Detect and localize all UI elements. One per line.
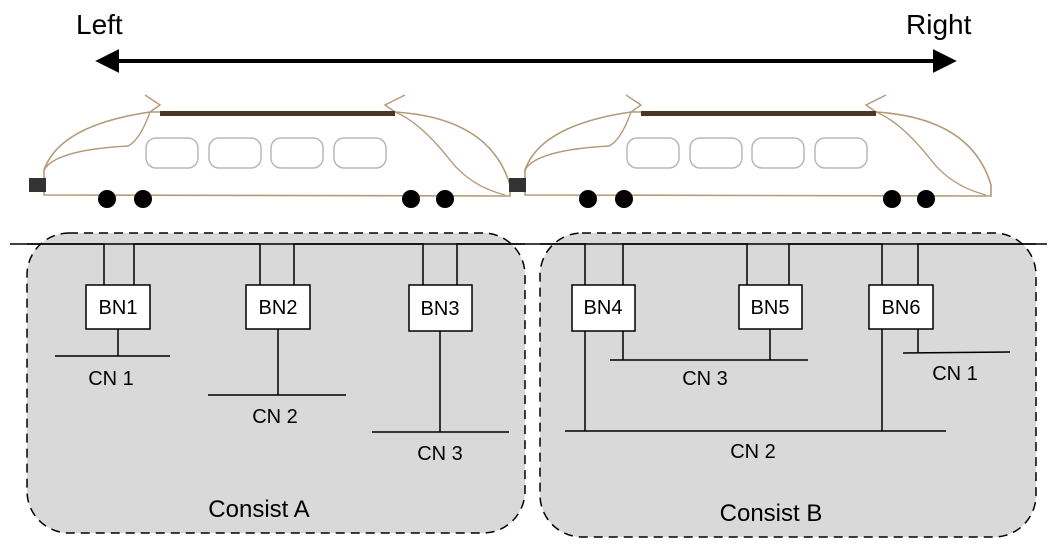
consist-b-cn1-label: CN 1 xyxy=(932,363,978,385)
bn2-label: BN2 xyxy=(259,297,298,319)
bn6-node: BN6 xyxy=(868,284,934,330)
consist-b-cn2-label: CN 2 xyxy=(730,441,776,463)
train-car-1 xyxy=(29,94,511,208)
consist-a-region xyxy=(26,232,526,534)
roof-bar xyxy=(160,111,395,116)
consist-a-cn3-label: CN 3 xyxy=(417,443,463,465)
consist-a-networks xyxy=(55,329,509,433)
consist-b-region xyxy=(539,232,1037,538)
right-label: Right xyxy=(906,9,972,40)
bn5-label: BN5 xyxy=(751,297,790,319)
roof-bar xyxy=(641,111,876,116)
left-label: Left xyxy=(76,9,123,40)
bn4-label: BN4 xyxy=(584,297,623,319)
bn1-label: BN1 xyxy=(99,297,138,319)
consist-b-networks xyxy=(565,329,1011,432)
consist-b-cn3-label: CN 3 xyxy=(682,368,728,390)
bn4-node: BN4 xyxy=(571,284,636,332)
bn1-node: BN1 xyxy=(85,284,151,330)
bn3-label: BN3 xyxy=(421,298,460,320)
train-car-2 xyxy=(509,94,992,208)
consist-a-cn1-label: CN 1 xyxy=(88,368,134,390)
bn5-node: BN5 xyxy=(738,284,803,330)
backbone-wires xyxy=(27,243,1036,285)
bn2-node: BN2 xyxy=(245,284,311,330)
bn6-label: BN6 xyxy=(882,297,921,319)
consist-a-label: Consist A xyxy=(208,496,309,523)
consist-a-cn2-label: CN 2 xyxy=(252,406,298,428)
bn3-node: BN3 xyxy=(408,284,473,332)
consist-b-label: Consist B xyxy=(720,500,823,527)
